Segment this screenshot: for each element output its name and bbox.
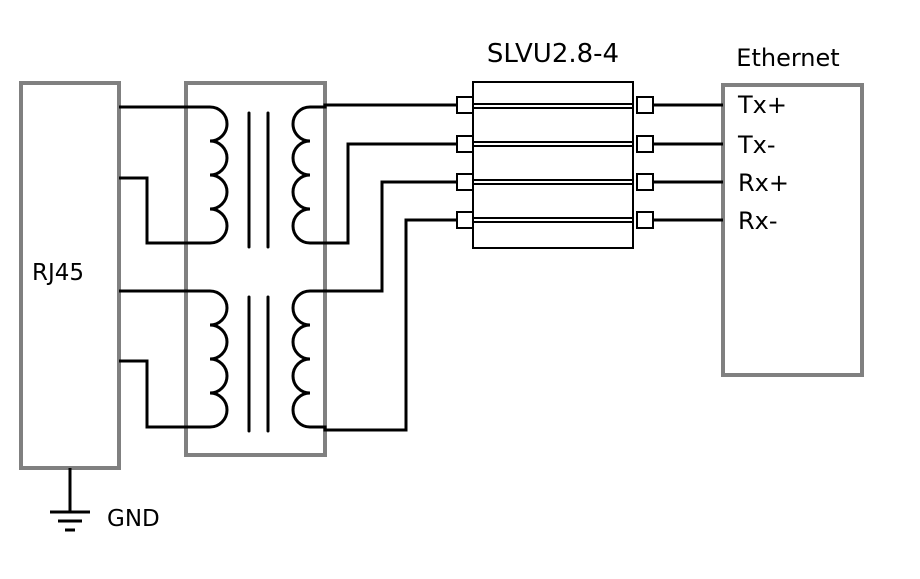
magnetics-box [184,81,327,457]
pin-label-rx-plus: Rx+ [738,169,789,197]
tvs-pins [456,96,654,229]
transformer-2 [208,289,312,433]
wire-rj45-rx-bottom [119,359,210,429]
gnd-label: GND [107,506,160,532]
rj45-label: RJ45 [32,260,84,286]
transformer-2-primary-coil [208,289,229,429]
pin-label-tx-minus: Tx- [737,131,776,159]
pin-label-tx-plus: Tx+ [737,91,787,119]
wire-tx-minus [310,142,457,245]
wire-rx-plus [310,180,457,293]
transformer-1 [208,105,312,249]
wire-tx-plus [310,103,457,109]
ground-icon [50,510,90,532]
transformer-1-secondary-coil [291,105,312,245]
wires [68,103,723,512]
pin-label-rx-minus: Rx- [738,207,778,235]
tvs-array-slvu2-8-4 [472,81,634,249]
wire-rj45-tx-bottom [119,176,210,245]
wire-rx-minus [310,218,457,432]
ethernet-label: Ethernet [736,44,839,72]
tvs-part-label: SLVU2.8-4 [487,39,619,69]
transformer-1-primary-coil [208,105,229,245]
ethernet-phy-box [721,83,864,377]
transformer-2-secondary-coil [291,289,312,429]
